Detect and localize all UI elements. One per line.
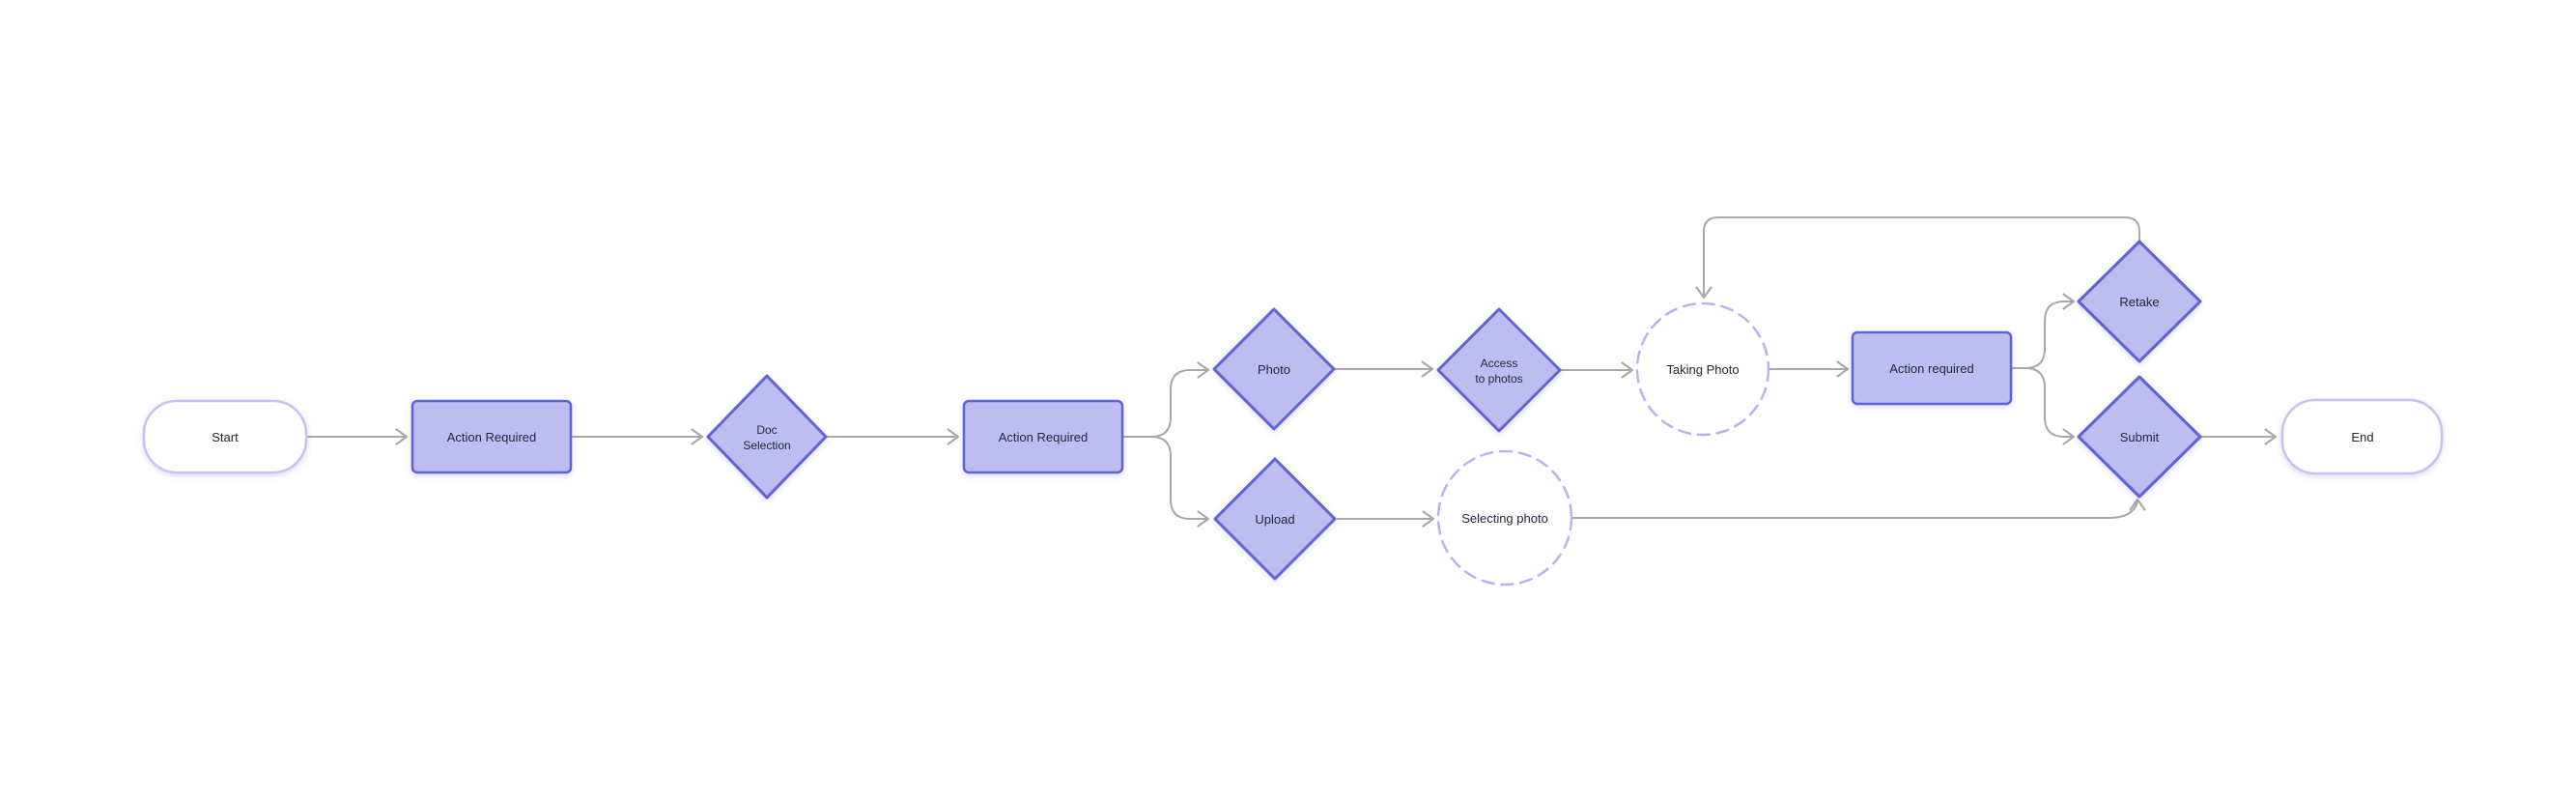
node-action-required-1: Action Required <box>410 399 573 474</box>
submit-shape <box>2077 375 2202 499</box>
node-retake: Retake <box>2077 240 2202 363</box>
node-retake-label: Retake <box>2119 295 2159 309</box>
node-start: Start <box>142 399 308 474</box>
node-action-required-2: Action Required <box>962 399 1124 474</box>
node-action-required-2-label: Action Required <box>999 430 1089 444</box>
node-upload: Upload <box>1213 457 1337 581</box>
doc-selection-shape <box>706 374 828 500</box>
node-doc-selection-label-line1: Doc <box>756 423 777 437</box>
node-end: End <box>2280 398 2444 475</box>
edge-action-required-3-to-retake <box>2011 293 2076 369</box>
edge-action-required-2-to-photo <box>1122 361 1210 438</box>
edge-layer <box>306 216 2278 528</box>
node-action-required-1-label: Action Required <box>447 430 537 444</box>
access-to-photos-shape <box>1436 307 1562 433</box>
action-required-3-shape <box>1851 330 2013 406</box>
node-doc-selection: Doc Selection <box>706 374 828 500</box>
node-doc-selection-label-line2: Selection <box>743 439 790 452</box>
node-action-required-3-label: Action required <box>1889 361 1973 376</box>
node-taking-photo-label: Taking Photo <box>1666 362 1739 377</box>
edge-retake-to-taking-photo-loop <box>1695 216 2140 300</box>
node-action-required-3: Action required <box>1851 330 2013 406</box>
end-shape <box>2280 398 2444 475</box>
edge-action-required-3-to-submit <box>2011 367 2076 445</box>
retake-shape <box>2077 240 2202 363</box>
edge-selecting-photo-to-submit <box>1571 498 2146 519</box>
action-required-1-shape <box>410 399 573 474</box>
node-photo-label: Photo <box>1258 362 1290 377</box>
node-selecting-photo-label: Selecting photo <box>1461 511 1548 526</box>
photo-shape <box>1212 307 1336 431</box>
node-taking-photo: Taking Photo <box>1635 301 1770 437</box>
node-access-to-photos: Access to photos <box>1436 307 1562 433</box>
node-layer: Start Action Required Doc Selection Acti… <box>142 240 2444 586</box>
node-access-to-photos-label-line1: Access <box>1481 357 1518 370</box>
node-upload-label: Upload <box>1255 512 1294 527</box>
node-submit: Submit <box>2077 375 2202 499</box>
action-required-2-shape <box>962 399 1124 474</box>
upload-shape <box>1213 457 1337 581</box>
node-photo: Photo <box>1212 307 1336 431</box>
node-selecting-photo: Selecting photo <box>1436 449 1573 586</box>
node-submit-label: Submit <box>2120 430 2160 444</box>
selecting-photo-shape <box>1436 449 1573 586</box>
edge-action-required-2-to-upload <box>1122 436 1210 528</box>
taking-photo-shape <box>1635 301 1770 437</box>
node-access-to-photos-label-line2: to photos <box>1475 372 1522 386</box>
start-shape <box>142 399 308 474</box>
node-end-label: End <box>2351 430 2373 444</box>
node-start-label: Start <box>212 430 239 444</box>
